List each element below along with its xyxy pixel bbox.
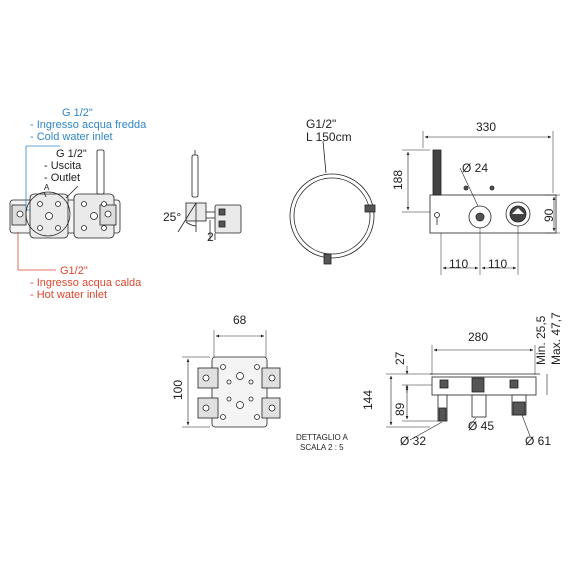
hose-coil-inner: [293, 177, 371, 255]
detail-a-circle: [25, 191, 71, 237]
outlet-label-it: - Uscita: [44, 160, 82, 172]
depth-27: 27: [393, 351, 407, 365]
hose-length: L 150cm: [306, 130, 352, 144]
hot-inlet-label-en: - Hot water inlet: [30, 289, 108, 301]
width-280: 280: [468, 330, 489, 344]
detail-caption-title: DETTAGLIO A: [296, 433, 348, 442]
hand-shower-head: [96, 149, 105, 195]
max-depth: Max. 47,7: [549, 312, 563, 365]
depth-144: 144: [361, 389, 375, 410]
hose-thread: G1/2": [306, 117, 337, 131]
angle-dimension: 25°: [163, 210, 182, 224]
hose-view: [289, 140, 376, 265]
hot-inlet-label-it: - Ingresso acqua calda: [30, 277, 142, 289]
diameter-24: Ø 24: [462, 161, 489, 175]
side-hand-shower: [191, 154, 199, 198]
width-330: 330: [476, 120, 497, 134]
side-view: [177, 150, 242, 240]
detail-height-100: 100: [171, 379, 185, 400]
hot-inlet-thread: G1/2": [60, 265, 88, 277]
front-view-callouts: [9, 145, 121, 271]
cold-inlet-label-it: - Ingresso acqua fredda: [30, 119, 147, 131]
height-188: 188: [391, 169, 405, 190]
depth-89: 89: [393, 402, 407, 416]
cold-inlet-thread: G 1/2": [62, 107, 93, 119]
outlet-thread: G 1/2": [56, 148, 87, 160]
finish-plate: [429, 194, 557, 234]
depth-dimension-2: 2: [207, 230, 214, 244]
detail-caption-scale: SCALA 2 : 5: [300, 443, 344, 452]
hose-coil-outer: [289, 173, 375, 259]
diameter-32: Ø 32: [400, 434, 427, 448]
cold-inlet-label-en: - Cold water inlet: [30, 131, 113, 143]
front-finished-view: [402, 131, 560, 275]
top-section-view: [386, 345, 548, 441]
detail-a-plate: [211, 356, 268, 428]
diameter-45: Ø 45: [468, 419, 495, 433]
min-depth: Min. 25,5: [534, 315, 548, 365]
mixer-stub: [471, 394, 487, 418]
shower-holder: [432, 149, 442, 196]
detail-width-68: 68: [233, 313, 247, 327]
height-90: 90: [542, 208, 556, 222]
detail-a-view: [182, 330, 281, 428]
detail-a-marker: A: [44, 183, 50, 192]
diameter-61: Ø 61: [525, 434, 552, 448]
outlet-label-en: - Outlet: [44, 172, 81, 184]
spacing-110-right: 110: [488, 257, 508, 271]
spacing-110-left: 110: [449, 257, 469, 271]
